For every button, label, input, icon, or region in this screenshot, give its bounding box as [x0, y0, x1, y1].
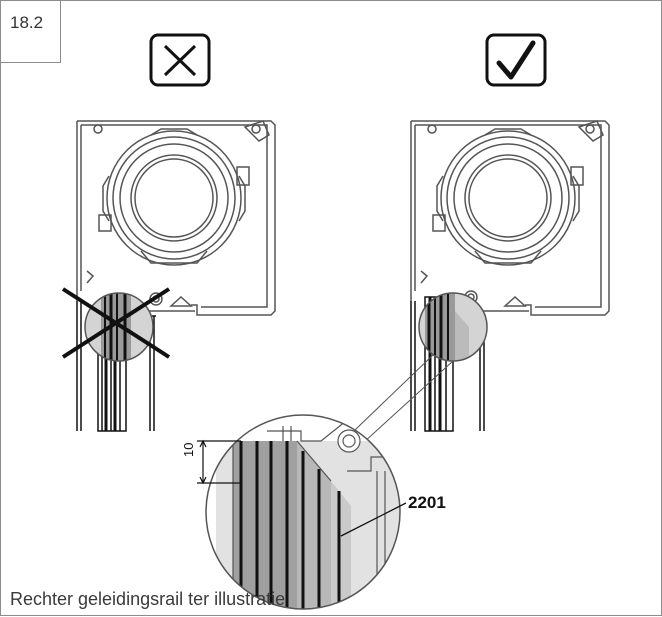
cassette-wrong — [76, 120, 276, 316]
part-leader-line — [340, 502, 407, 537]
cassette-correct — [410, 120, 610, 316]
strike-cross — [61, 287, 171, 359]
dimension-label: 10 — [181, 442, 196, 457]
dimension-10 — [197, 439, 241, 485]
step-number: 18.2 — [1, 1, 61, 63]
zoom-circle — [205, 414, 401, 610]
zoom-connector-2 — [362, 360, 454, 444]
caption: Rechter geleidingsrail ter illustratie — [10, 589, 286, 609]
zoom-detail — [206, 415, 400, 609]
check-icon — [485, 33, 547, 87]
rail-detail-correct — [419, 293, 487, 361]
part-number-label: 2201 — [408, 493, 446, 512]
cross-icon — [149, 33, 211, 87]
detail-circle-wrong — [84, 292, 154, 362]
